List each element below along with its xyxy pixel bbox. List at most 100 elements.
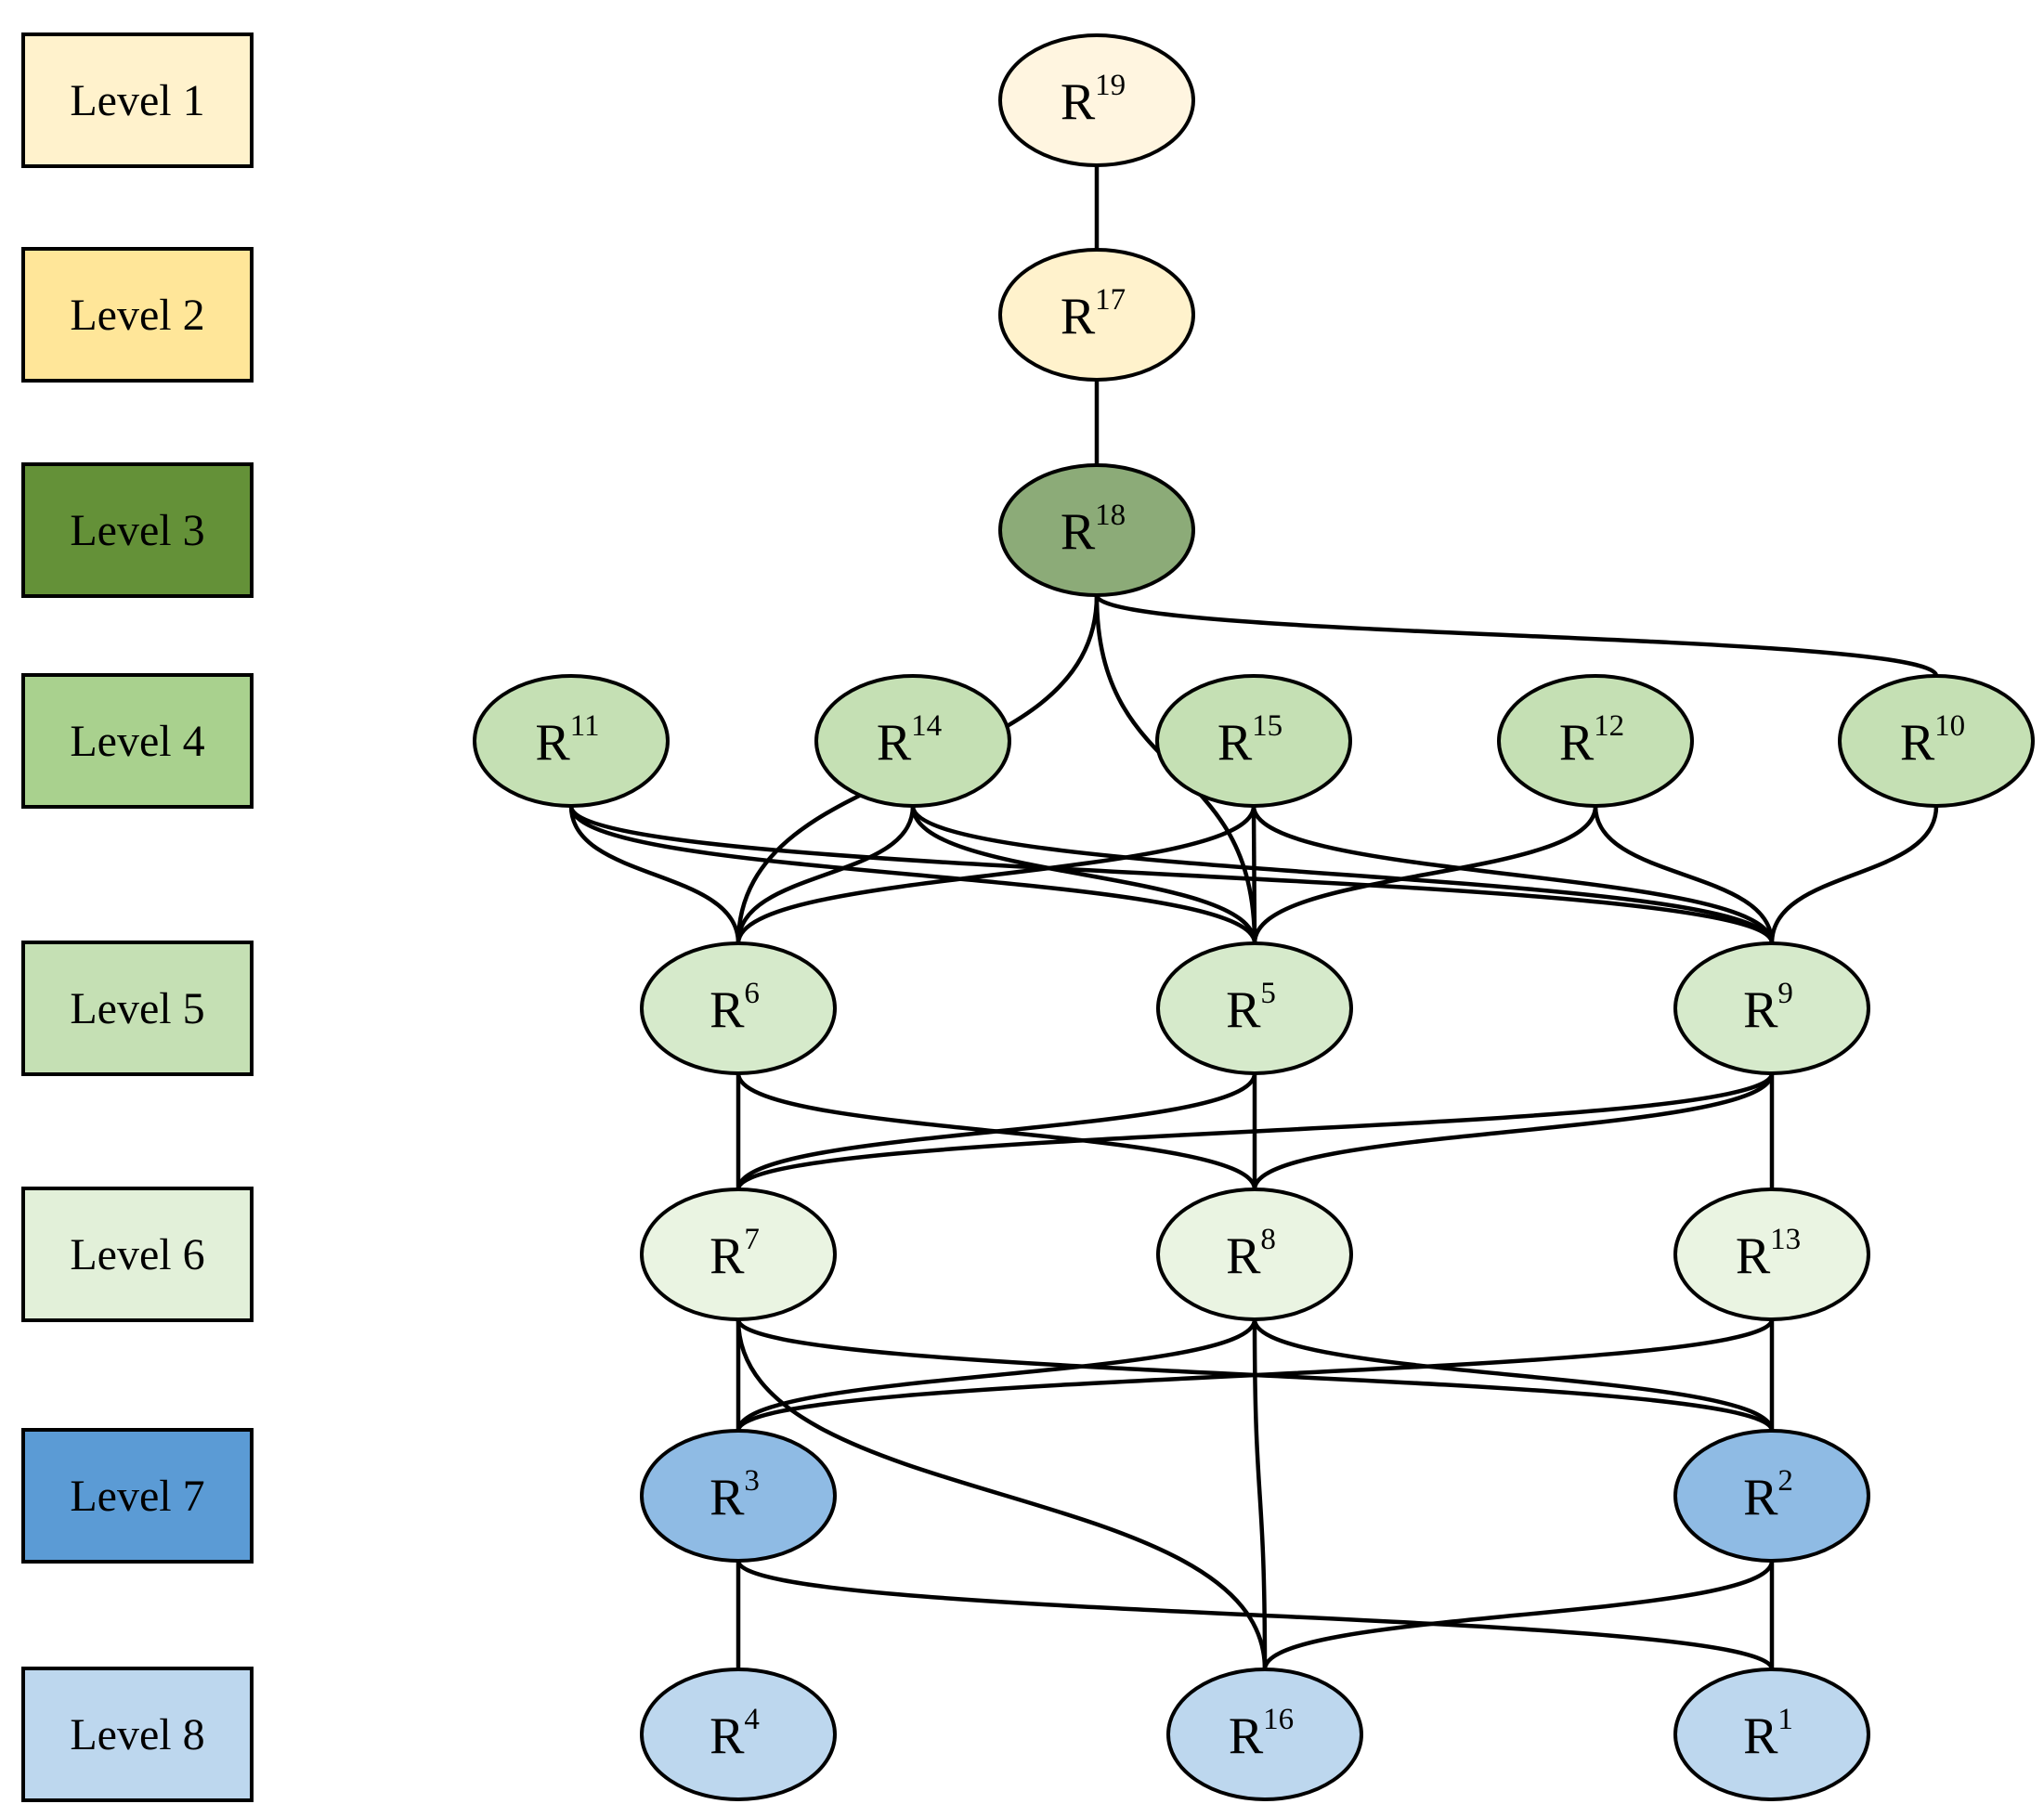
node-r15[interactable]: R15 xyxy=(1155,674,1352,808)
node-label-base: R xyxy=(1061,503,1096,561)
node-r11[interactable]: R11 xyxy=(473,674,670,808)
node-r5[interactable]: R5 xyxy=(1156,941,1353,1075)
node-ellipse xyxy=(1156,941,1353,1075)
node-label-base: R xyxy=(535,714,570,772)
edge-r14-r5 xyxy=(910,805,1257,944)
node-label-base: R xyxy=(1743,1707,1778,1765)
legend-label: Level 1 xyxy=(70,76,204,125)
node-r12[interactable]: R12 xyxy=(1497,674,1694,808)
legend-label: Level 4 xyxy=(70,717,204,766)
node-label-base: R xyxy=(1559,714,1595,772)
legend-swatch xyxy=(21,32,254,168)
legend-label: Level 6 xyxy=(70,1230,204,1279)
node-ellipse xyxy=(998,248,1195,382)
node-label-superscript: 6 xyxy=(744,977,760,1010)
node-r8[interactable]: R8 xyxy=(1156,1188,1353,1321)
node-label-superscript: 17 xyxy=(1095,283,1126,317)
node-label-superscript: 1 xyxy=(1777,1703,1793,1736)
edge-r10-r9 xyxy=(1769,805,1939,944)
node-label-superscript: 3 xyxy=(744,1464,760,1498)
node-ellipse xyxy=(1155,674,1352,808)
node-label-base: R xyxy=(710,1469,745,1526)
node-ellipse xyxy=(640,941,837,1075)
edge-r11-r9 xyxy=(568,805,1775,944)
legend-item-level-5: Level 5 xyxy=(21,941,254,1076)
node-label: R14 xyxy=(877,709,942,772)
node-r17[interactable]: R17 xyxy=(998,248,1195,382)
node-ellipse xyxy=(814,674,1011,808)
edge-r14-r9 xyxy=(910,805,1775,944)
edge-r15-r6 xyxy=(736,805,1256,944)
node-label-base: R xyxy=(710,981,745,1039)
edge-r15-r5 xyxy=(1251,805,1257,944)
legend-item-level-2: Level 2 xyxy=(21,247,254,383)
node-ellipse xyxy=(1673,1429,1870,1563)
node-r13[interactable]: R13 xyxy=(1673,1188,1870,1321)
node-r18[interactable]: R18 xyxy=(998,463,1195,597)
node-r16[interactable]: R16 xyxy=(1166,1668,1363,1801)
node-label: R7 xyxy=(710,1223,760,1285)
node-ellipse xyxy=(1156,1188,1353,1321)
node-ellipse xyxy=(1673,941,1870,1075)
legend-swatch xyxy=(21,462,254,598)
node-label-base: R xyxy=(1736,1227,1771,1285)
node-ellipse xyxy=(640,1668,837,1801)
node-label-superscript: 18 xyxy=(1095,499,1126,532)
node-r7[interactable]: R7 xyxy=(640,1188,837,1321)
node-label-superscript: 4 xyxy=(744,1703,760,1736)
node-r6[interactable]: R6 xyxy=(640,941,837,1075)
edge-r5-r7 xyxy=(736,1072,1257,1190)
legend-swatch xyxy=(21,941,254,1076)
node-label-superscript: 8 xyxy=(1260,1223,1276,1256)
legend-swatch xyxy=(21,673,254,809)
node-ellipse xyxy=(640,1188,837,1321)
node-label: R19 xyxy=(1061,69,1126,131)
node-label-superscript: 13 xyxy=(1770,1223,1801,1256)
node-label: R17 xyxy=(1061,283,1126,345)
legend-label: Level 3 xyxy=(70,506,204,555)
node-label: R15 xyxy=(1217,709,1282,772)
node-label: R13 xyxy=(1736,1223,1801,1285)
edge-r11-r6 xyxy=(568,805,741,944)
node-label: R5 xyxy=(1226,977,1276,1039)
node-r3[interactable]: R3 xyxy=(640,1429,837,1563)
node-label: R1 xyxy=(1743,1703,1793,1765)
node-label: R11 xyxy=(535,709,599,772)
node-label-superscript: 12 xyxy=(1594,709,1624,743)
legend-item-level-1: Level 1 xyxy=(21,32,254,168)
legend-item-level-8: Level 8 xyxy=(21,1667,254,1802)
node-label-superscript: 15 xyxy=(1252,709,1282,743)
node-r2[interactable]: R2 xyxy=(1673,1429,1870,1563)
node-label-base: R xyxy=(1743,1469,1778,1526)
node-r1[interactable]: R1 xyxy=(1673,1668,1870,1801)
node-ellipse xyxy=(998,33,1195,167)
node-ellipse xyxy=(640,1429,837,1563)
node-label-superscript: 19 xyxy=(1095,69,1126,102)
node-label-base: R xyxy=(1226,1227,1261,1285)
node-ellipse xyxy=(998,463,1195,597)
node-label: R18 xyxy=(1061,499,1126,561)
legend-item-level-7: Level 7 xyxy=(21,1428,254,1564)
node-label-superscript: 9 xyxy=(1777,977,1793,1010)
edge-r2-r16 xyxy=(1262,1560,1775,1670)
node-r19[interactable]: R19 xyxy=(998,33,1195,167)
legend-label: Level 8 xyxy=(70,1710,204,1759)
node-label-superscript: 16 xyxy=(1263,1703,1294,1736)
legend-item-level-3: Level 3 xyxy=(21,462,254,598)
edge-layer xyxy=(568,165,1939,1670)
node-label: R9 xyxy=(1743,977,1793,1039)
node-label-base: R xyxy=(1229,1707,1264,1765)
node-r9[interactable]: R9 xyxy=(1673,941,1870,1075)
node-label-superscript: 11 xyxy=(570,709,600,743)
edge-r18-r10 xyxy=(1094,593,1939,678)
edge-r9-r7 xyxy=(736,1072,1775,1190)
node-r4[interactable]: R4 xyxy=(640,1668,837,1801)
node-r14[interactable]: R14 xyxy=(814,674,1011,808)
node-label: R12 xyxy=(1559,709,1624,772)
node-label-base: R xyxy=(1061,288,1096,345)
edge-r7-r16 xyxy=(736,1318,1268,1670)
legend-swatch xyxy=(21,1667,254,1802)
node-r10[interactable]: R10 xyxy=(1838,674,2035,808)
legend-item-level-6: Level 6 xyxy=(21,1187,254,1322)
